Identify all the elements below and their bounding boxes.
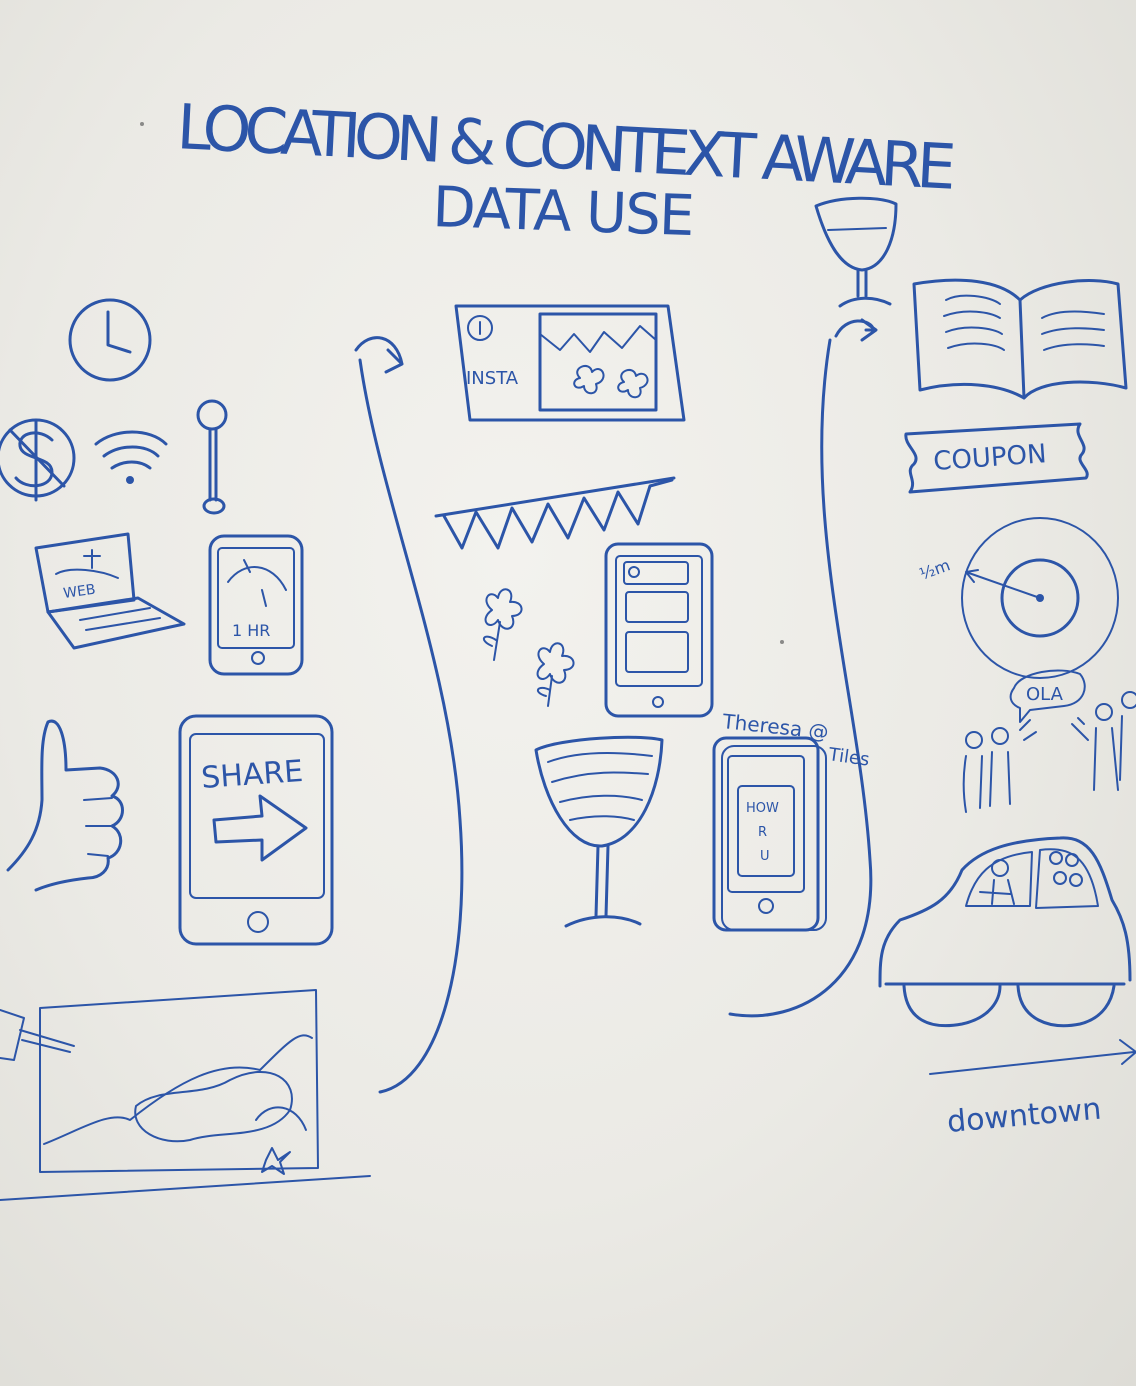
wifi-icon [94,430,168,484]
radius-target-icon: ½m [917,517,1119,679]
wine-glass-icon [534,735,664,928]
thumbs-up-icon [6,719,124,892]
share-phone-icon: SHARE [178,714,334,946]
board-smudge [140,122,144,126]
coupon-label: COUPON [932,439,1047,477]
downtown-label: downtown [946,1092,1103,1140]
distance-label: ½m [917,555,953,583]
insta-label: INSTA [466,368,519,389]
coupon-icon: COUPON [904,422,1089,494]
tiles-label: Tiles [826,744,870,771]
clock-icon [68,298,152,382]
title-line2: DATA USE [432,175,696,249]
wine-glass-top-icon [814,196,898,308]
chat-phone-sketch [604,542,714,718]
map-sketch [0,989,371,1201]
car-sketch [878,836,1132,1028]
book-icon [912,278,1128,400]
laptop-icon: WEB [34,532,186,650]
phone-1hr-label: 1 HR [232,621,270,640]
insta-card-sketch: INSTA [454,304,686,422]
downtown-arrow: downtown [929,1039,1136,1140]
location-pin-icon [196,399,228,515]
u-label: U [760,849,770,864]
r-label: R [758,825,767,840]
laptop-web-label: WEB [62,582,96,602]
phone-dolphin-icon: 1 HR [208,534,304,676]
bunting-sketch [434,476,676,550]
flow-curve-left [358,358,464,1094]
flowers-sketch [482,588,575,707]
no-money-icon [0,418,76,502]
how-label: HOW [746,801,779,816]
ola-label: OLA [1026,684,1064,705]
flow-arrowhead-right [834,318,878,342]
board-smudge [780,640,784,644]
flow-curve-right [728,338,873,1018]
flow-arrowhead-left [354,336,404,374]
theresa-phone-sketch: Theresa @ Tiles HOW R U [712,709,871,932]
share-label: SHARE [200,754,304,796]
people-greeting-sketch: OLA [962,669,1136,813]
